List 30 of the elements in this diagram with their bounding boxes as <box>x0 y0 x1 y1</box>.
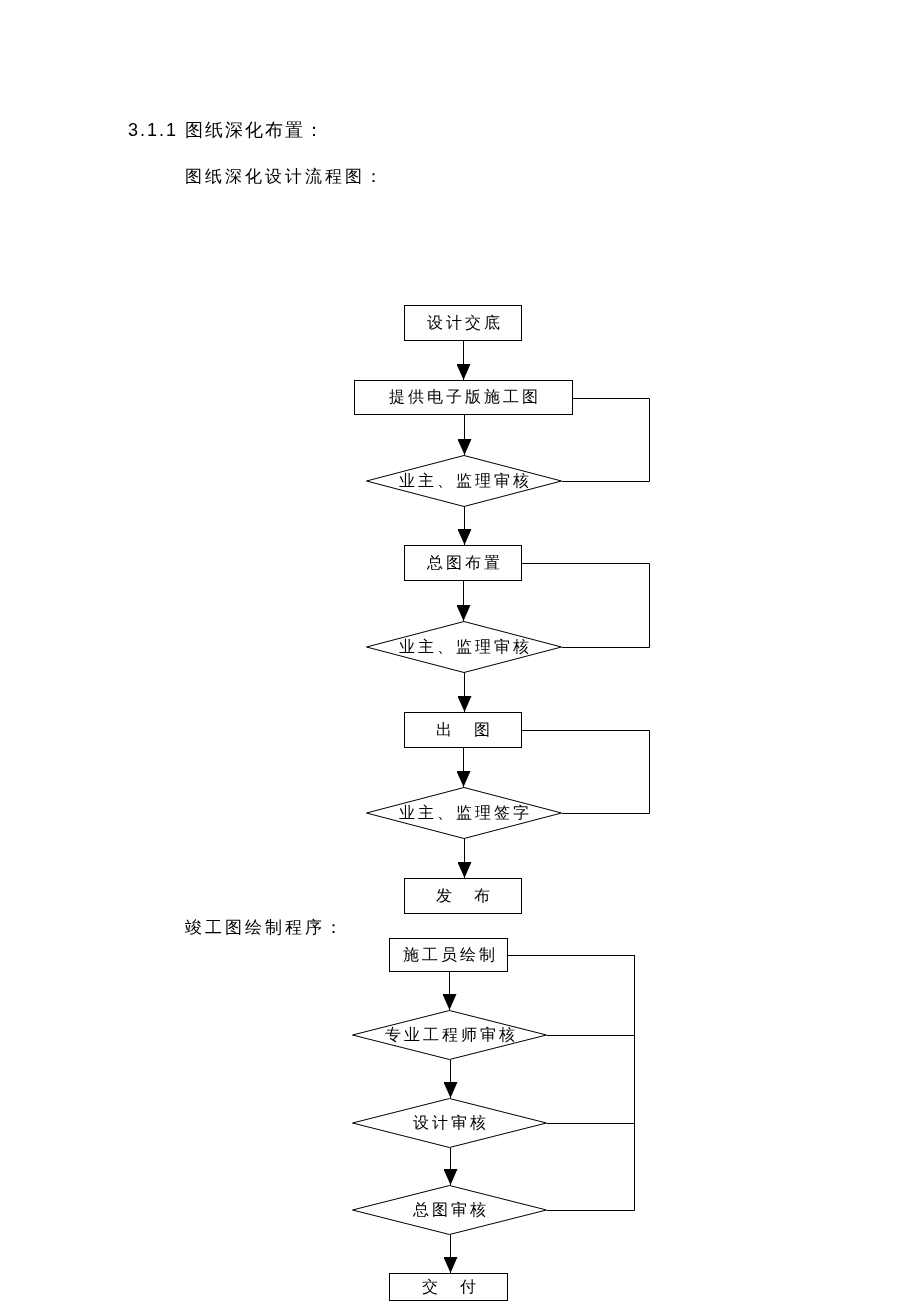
arrow <box>456 340 471 381</box>
process-box: 出 图 <box>404 712 522 748</box>
process-box: 发 布 <box>404 878 522 914</box>
arrow <box>456 580 471 622</box>
arrow <box>442 971 457 1011</box>
arrow <box>443 1147 458 1186</box>
subheading: 图纸深化设计流程图： <box>185 166 385 188</box>
process-box: 设计交底 <box>404 305 522 341</box>
decision-diamond: 业主、监理审核 <box>366 621 562 673</box>
arrow <box>443 1059 458 1099</box>
arrow <box>443 1234 458 1274</box>
heading: 3.1.1 图纸深化布置： <box>128 119 326 142</box>
decision-diamond: 专业工程师审核 <box>352 1010 547 1060</box>
arrow <box>457 838 472 879</box>
decision-diamond: 总图审核 <box>352 1185 547 1235</box>
subheading: 竣工图绘制程序： <box>185 917 345 939</box>
decision-diamond: 设计审核 <box>352 1098 547 1148</box>
decision-diamond: 业主、监理签字 <box>366 787 562 839</box>
arrow <box>457 506 472 546</box>
arrow <box>457 414 472 456</box>
process-box: 提供电子版施工图 <box>354 380 573 415</box>
connector-line <box>521 730 650 814</box>
connector-line <box>521 563 650 648</box>
connector-line <box>561 398 650 482</box>
decision-diamond: 业主、监理审核 <box>366 455 562 507</box>
process-box: 总图布置 <box>404 545 522 581</box>
process-box: 交 付 <box>389 1273 508 1301</box>
arrow <box>456 747 471 788</box>
process-box: 施工员绘制 <box>389 938 508 972</box>
arrow <box>457 672 472 713</box>
